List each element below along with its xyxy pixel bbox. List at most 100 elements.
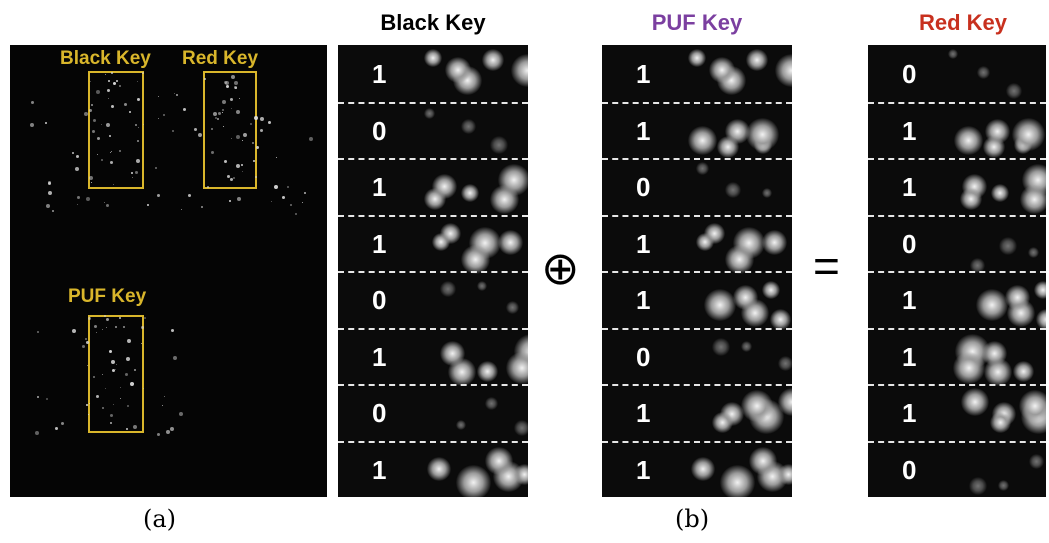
speckle-dot [170,426,175,431]
speckle-dot [215,117,218,120]
speckle-dot [134,124,137,127]
bit-separator [602,440,792,443]
speckle-dot [83,112,88,117]
speckle-dot [36,396,39,399]
speckle-dot [34,430,39,435]
speckle-dot [105,318,109,322]
bit-label: 1 [902,285,917,315]
speckle-dot [123,325,126,328]
speckle-dot [112,81,116,85]
speckle-blob [769,309,791,330]
speckle-blob [439,340,465,366]
speckle-blob [1006,83,1023,99]
speckle-dot [103,315,106,317]
bit-separator [868,440,1046,443]
bit-label: 1 [636,228,651,259]
speckle-blob [990,412,1012,433]
speckle-blob [1020,185,1046,214]
speckle-dot [89,176,94,181]
speckle-dot [96,154,98,156]
bit-cell: 1 [338,215,528,274]
speckle-dot [96,332,98,334]
speckle-dot [107,80,110,83]
speckle-dot [141,71,144,74]
bit-cell: 1 [868,158,1046,215]
bit-cell: 0 [868,441,1046,498]
speckle-dot [88,317,92,321]
bit-label: 1 [372,59,387,89]
speckle-dot [86,364,88,366]
speckle-blob [774,54,792,87]
speckle-dot [268,121,271,125]
speckle-blob [476,281,487,291]
bit-cell: 1 [602,102,792,159]
speckle-blob [711,412,733,433]
speckle-dot [172,130,175,133]
speckle-dot [161,404,163,406]
speckle-blob [476,360,498,382]
speckle-dot [158,96,160,98]
speckle-blob [513,463,528,485]
speckle-dot [252,141,254,144]
speckle-dot [106,89,110,93]
speckle-dot [48,190,53,195]
speckle-dot [46,397,49,400]
speckle-blob [954,125,984,155]
bit-cell: 1 [602,271,792,330]
speckle-dot [106,327,108,329]
speckle-dot [249,123,252,126]
speckle-dot [93,325,97,329]
speckle-dot [102,407,105,410]
bit-label: 1 [902,398,917,428]
speckle-dot [260,116,265,121]
bit-label: 1 [636,115,651,146]
speckle-dot [52,210,55,213]
speckle-dot [102,373,104,375]
speckle-dot [100,124,102,126]
speckle-dot [222,108,225,111]
bit-separator [868,101,1046,104]
speckle-dot [111,104,114,108]
speckle-blob [953,351,986,384]
speckle-dot [179,411,184,416]
speckle-dot [75,154,79,158]
speckle-dot [243,133,248,138]
speckle-blob [510,54,528,87]
speckle-dot [187,193,191,197]
speckle-dot [254,116,259,121]
speckle-blob [1036,309,1046,330]
speckle-dot [181,208,183,210]
bit-label: 0 [902,59,917,89]
bit-cell: 1 [338,158,528,215]
speckle-blob [976,289,1009,321]
speckle-blob [999,236,1018,255]
black-key-title: Black Key [380,10,486,35]
bit-cell: 0 [868,215,1046,273]
speckle-dot [60,421,64,425]
speckle-blob [970,257,986,273]
bit-cell: 0 [338,271,528,328]
speckle-dot [123,102,127,106]
speckle-dot [275,156,277,158]
black-key-region-box [88,71,144,189]
speckle-dot [229,98,233,102]
speckle-dot [155,167,158,170]
speckle-blob [777,463,792,485]
speckle-dot [240,163,243,166]
red-key-title: Red Key [918,10,1008,35]
bit-separator [338,327,528,330]
speckle-dot [72,152,75,155]
speckle-dot [143,123,145,125]
speckle-dot [162,114,165,117]
speckle-dot [133,369,136,372]
speckle-dot [110,151,112,153]
speckle-dot [223,81,227,85]
speckle-dot [163,396,165,398]
speckle-blob [439,281,456,297]
speckle-blob [484,397,498,410]
bit-cell: 0 [602,158,792,215]
speckle-dot [110,160,114,164]
bit-label: 1 [372,228,387,259]
speckle-dot [193,127,197,131]
speckle-dot [216,118,219,121]
